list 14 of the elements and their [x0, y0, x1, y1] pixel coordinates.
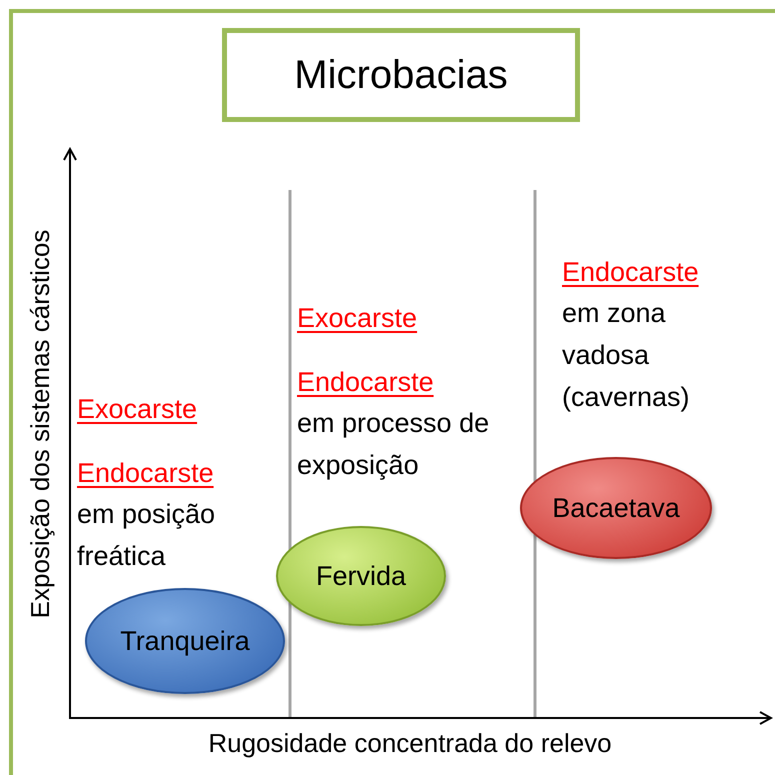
ellipse-label: Fervida	[316, 562, 406, 590]
category-heading: Exocarste	[77, 393, 198, 426]
description-text: em zona vadosa (cavernas)	[562, 297, 691, 414]
category-heading: Exocarste	[297, 302, 418, 335]
axis-title: Exposição dos sistemas cársticos	[27, 228, 53, 620]
axis-title: Rugosidade concentrada do relevo	[207, 730, 613, 756]
description-text: em processo de exposição	[297, 407, 490, 482]
ellipse-label: Tranqueira	[120, 628, 250, 654]
category-heading: Endocarste	[562, 256, 699, 289]
description-text: em posição freática	[77, 498, 216, 573]
category-heading: Endocarste	[297, 366, 434, 399]
title-banner: Microbacias	[222, 28, 580, 122]
category-heading: Endocarste	[77, 457, 214, 490]
ellipse-label: Bacaetava	[552, 494, 680, 522]
